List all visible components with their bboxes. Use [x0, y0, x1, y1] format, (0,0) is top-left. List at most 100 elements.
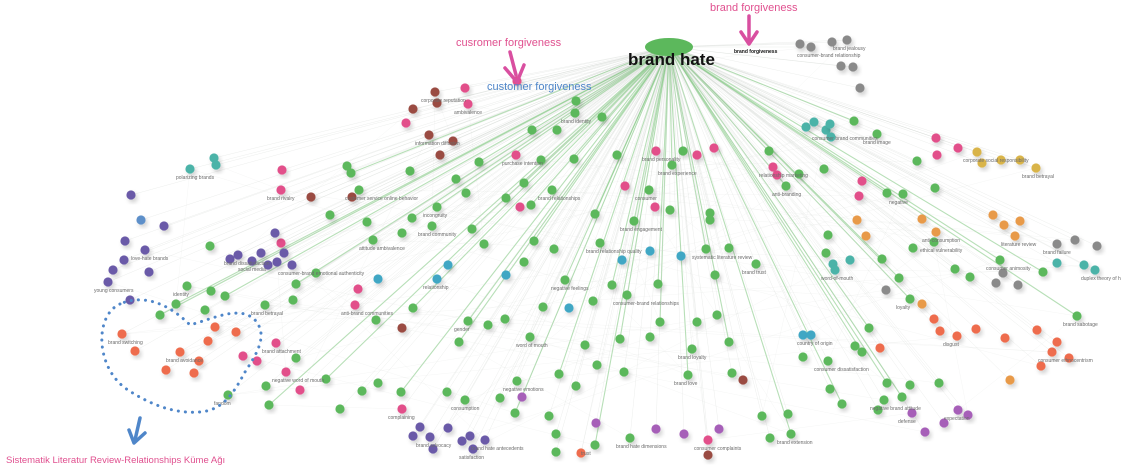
graph-node[interactable] [995, 255, 1005, 265]
graph-node[interactable] [552, 125, 562, 135]
graph-node[interactable] [223, 390, 233, 400]
graph-node[interactable] [117, 329, 127, 339]
graph-node[interactable] [460, 83, 470, 93]
brand-hate-hub-node[interactable] [645, 38, 693, 56]
graph-node[interactable] [977, 158, 987, 168]
graph-node[interactable] [209, 153, 219, 163]
graph-node[interactable] [879, 395, 889, 405]
graph-node[interactable] [408, 303, 418, 313]
graph-node[interactable] [357, 386, 367, 396]
graph-node[interactable] [875, 343, 885, 353]
graph-node[interactable] [898, 189, 908, 199]
graph-node[interactable] [998, 268, 1008, 278]
graph-node[interactable] [408, 104, 418, 114]
graph-node[interactable] [515, 202, 525, 212]
graph-node[interactable] [407, 213, 417, 223]
graph-node[interactable] [271, 338, 281, 348]
graph-node[interactable] [171, 299, 181, 309]
graph-node[interactable] [1072, 311, 1082, 321]
graph-node[interactable] [651, 146, 661, 156]
graph-node[interactable] [905, 294, 915, 304]
graph-node[interactable] [705, 208, 715, 218]
graph-node[interactable] [211, 160, 221, 170]
graph-node[interactable] [963, 410, 973, 420]
graph-node[interactable] [692, 317, 702, 327]
graph-node[interactable] [881, 285, 891, 295]
graph-node[interactable] [233, 250, 243, 260]
graph-node[interactable] [676, 251, 686, 261]
graph-node[interactable] [854, 191, 864, 201]
graph-node[interactable] [931, 133, 941, 143]
graph-node[interactable] [185, 164, 195, 174]
graph-node[interactable] [551, 429, 561, 439]
graph-node[interactable] [287, 260, 297, 270]
graph-node[interactable] [823, 356, 833, 366]
graph-node[interactable] [1000, 333, 1010, 343]
graph-node[interactable] [443, 423, 453, 433]
graph-node[interactable] [1010, 231, 1020, 241]
graph-node[interactable] [703, 435, 713, 445]
graph-node[interactable] [511, 150, 521, 160]
graph-node[interactable] [1052, 337, 1062, 347]
graph-node[interactable] [432, 98, 442, 108]
graph-node[interactable] [451, 174, 461, 184]
graph-node[interactable] [912, 156, 922, 166]
graph-node[interactable] [724, 243, 734, 253]
graph-node[interactable] [651, 424, 661, 434]
graph-node[interactable] [950, 264, 960, 274]
graph-node[interactable] [823, 230, 833, 240]
graph-node[interactable] [189, 368, 199, 378]
graph-node[interactable] [683, 370, 693, 380]
graph-node[interactable] [772, 170, 782, 180]
graph-node[interactable] [857, 176, 867, 186]
graph-node[interactable] [335, 404, 345, 414]
graph-node[interactable] [220, 291, 230, 301]
graph-node[interactable] [252, 356, 262, 366]
graph-node[interactable] [483, 320, 493, 330]
graph-node[interactable] [786, 429, 796, 439]
graph-node[interactable] [408, 431, 418, 441]
graph-node[interactable] [288, 295, 298, 305]
graph-node[interactable] [864, 323, 874, 333]
graph-node[interactable] [1005, 375, 1015, 385]
graph-node[interactable] [850, 341, 860, 351]
graph-node[interactable] [1015, 155, 1025, 165]
graph-node[interactable] [474, 157, 484, 167]
graph-node[interactable] [442, 387, 452, 397]
graph-node[interactable] [576, 448, 586, 458]
graph-node[interactable] [848, 62, 858, 72]
graph-node[interactable] [430, 87, 440, 97]
graph-node[interactable] [1038, 267, 1048, 277]
graph-node[interactable] [908, 243, 918, 253]
graph-node[interactable] [103, 277, 113, 287]
graph-node[interactable] [371, 315, 381, 325]
graph-node[interactable] [665, 205, 675, 215]
graph-node[interactable] [798, 330, 808, 340]
graph-node[interactable] [764, 146, 774, 156]
graph-node[interactable] [653, 279, 663, 289]
graph-node[interactable] [845, 255, 855, 265]
graph-node[interactable] [457, 436, 467, 446]
graph-node[interactable] [536, 155, 546, 165]
graph-node[interactable] [826, 132, 836, 142]
graph-node[interactable] [210, 322, 220, 332]
graph-node[interactable] [894, 273, 904, 283]
graph-node[interactable] [108, 265, 118, 275]
graph-node[interactable] [667, 160, 677, 170]
graph-node[interactable] [872, 129, 882, 139]
graph-node[interactable] [547, 185, 557, 195]
graph-node[interactable] [855, 83, 865, 93]
graph-node[interactable] [276, 238, 286, 248]
graph-node[interactable] [182, 281, 192, 291]
graph-node[interactable] [972, 147, 982, 157]
graph-node[interactable] [965, 272, 975, 282]
graph-node[interactable] [991, 278, 1001, 288]
graph-node[interactable] [905, 380, 915, 390]
graph-node[interactable] [397, 404, 407, 414]
graph-node[interactable] [175, 347, 185, 357]
graph-node[interactable] [501, 270, 511, 280]
graph-node[interactable] [424, 130, 434, 140]
graph-node[interactable] [861, 231, 871, 241]
graph-node[interactable] [679, 429, 689, 439]
graph-node[interactable] [757, 411, 767, 421]
